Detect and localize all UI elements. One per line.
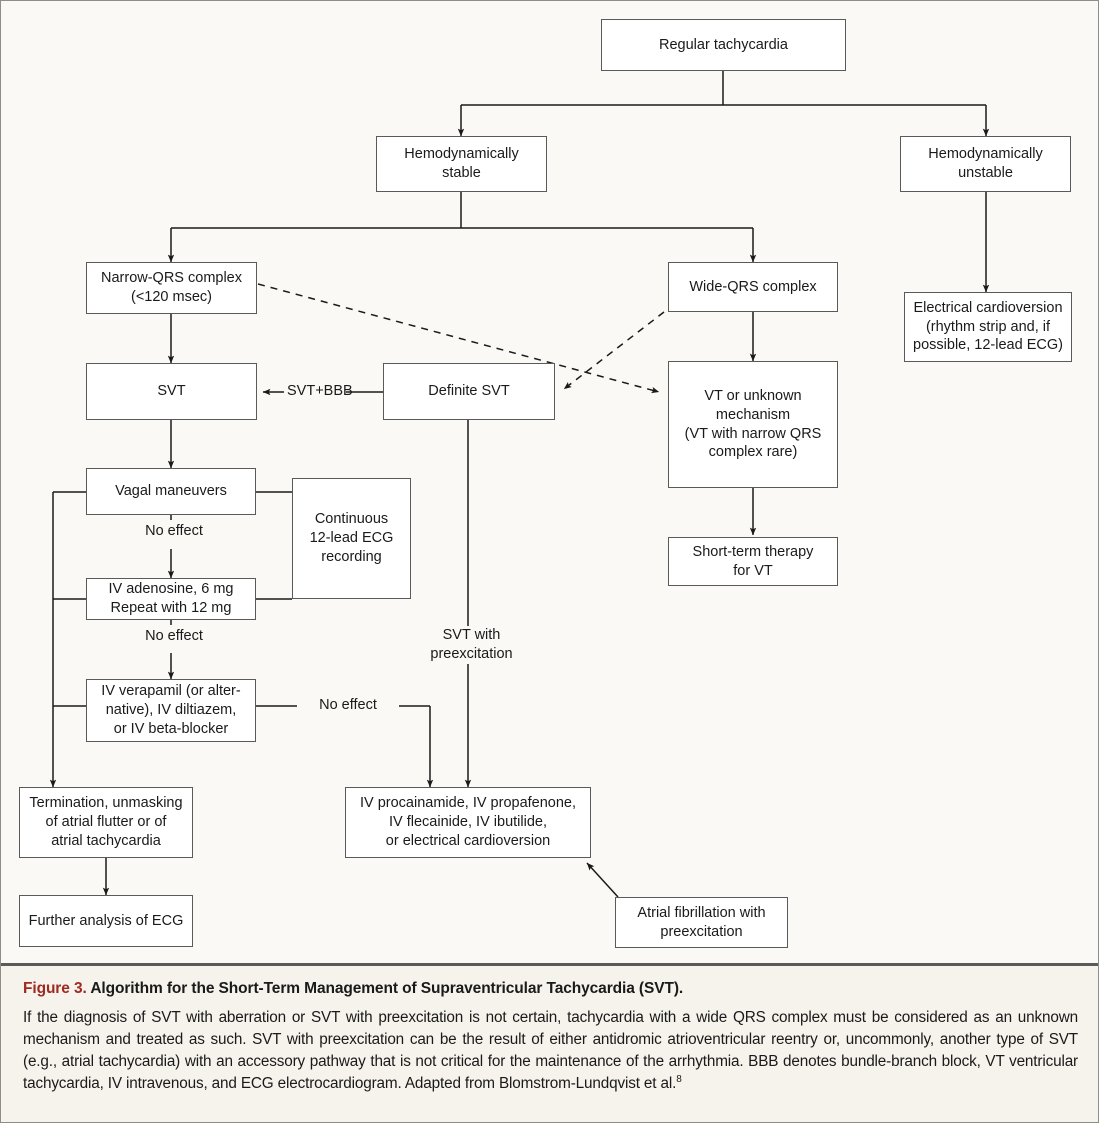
edge-label-svt-with-preexcitation: SVT with preexcitation	[406, 626, 537, 664]
node-iv-adenosine[interactable]: IV adenosine, 6 mg Repeat with 12 mg	[86, 578, 256, 620]
edge-label-no-effect-verapamil: No effect	[297, 696, 399, 715]
caption-body: If the diagnosis of SVT with aberration …	[23, 1007, 1078, 1095]
node-definite-svt[interactable]: Definite SVT	[383, 363, 555, 420]
edge-afib-to-procainamide	[586, 862, 619, 898]
node-svt[interactable]: SVT	[86, 363, 257, 420]
node-further-analysis-of-ecg[interactable]: Further analysis of ECG	[19, 895, 193, 947]
node-vt-or-unknown-mechanism[interactable]: VT or unknown mechanism (VT with narrow …	[668, 361, 838, 488]
flowchart-diagram: Regular tachycardia Hemodynamically stab…	[1, 1, 1098, 953]
node-iv-verapamil[interactable]: IV verapamil (or alter- native), IV dilt…	[86, 679, 256, 742]
node-short-term-therapy-vt[interactable]: Short-term therapy for VT	[668, 537, 838, 586]
caption-figure-number: Figure 3.	[23, 980, 87, 997]
caption-body-text: If the diagnosis of SVT with aberration …	[23, 1009, 1078, 1093]
node-hemodynamically-unstable[interactable]: Hemodynamically unstable	[900, 136, 1071, 192]
node-hemodynamically-stable[interactable]: Hemodynamically stable	[376, 136, 547, 192]
figure-caption: Figure 3. Algorithm for the Short-Term M…	[1, 963, 1098, 1122]
node-termination-unmasking[interactable]: Termination, unmasking of atrial flutter…	[19, 787, 193, 858]
caption-title-text: Algorithm for the Short-Term Management …	[86, 980, 684, 997]
node-regular-tachycardia[interactable]: Regular tachycardia	[601, 19, 846, 71]
caption-reference-marker: 8	[676, 1074, 682, 1086]
node-vagal-maneuvers[interactable]: Vagal maneuvers	[86, 468, 256, 515]
node-continuous-ecg-recording[interactable]: Continuous 12-lead ECG recording	[292, 478, 411, 599]
edge-label-no-effect-vagal: No effect	[125, 522, 223, 541]
node-atrial-fibrillation-preexcitation[interactable]: Atrial fibrillation with preexcitation	[615, 897, 788, 948]
caption-title: Figure 3. Algorithm for the Short-Term M…	[23, 980, 1078, 998]
edge-label-svt-bbb: SVT+BBB	[284, 382, 353, 401]
node-wide-qrs-complex[interactable]: Wide-QRS complex	[668, 262, 838, 312]
node-narrow-qrs-complex[interactable]: Narrow-QRS complex (<120 msec)	[86, 262, 257, 314]
node-electrical-cardioversion[interactable]: Electrical cardioversion (rhythm strip a…	[904, 292, 1072, 362]
edge-label-no-effect-adenosine: No effect	[125, 627, 223, 646]
node-iv-procainamide[interactable]: IV procainamide, IV propafenone, IV flec…	[345, 787, 591, 858]
edge-wide-dashed-to-definite	[563, 311, 665, 390]
